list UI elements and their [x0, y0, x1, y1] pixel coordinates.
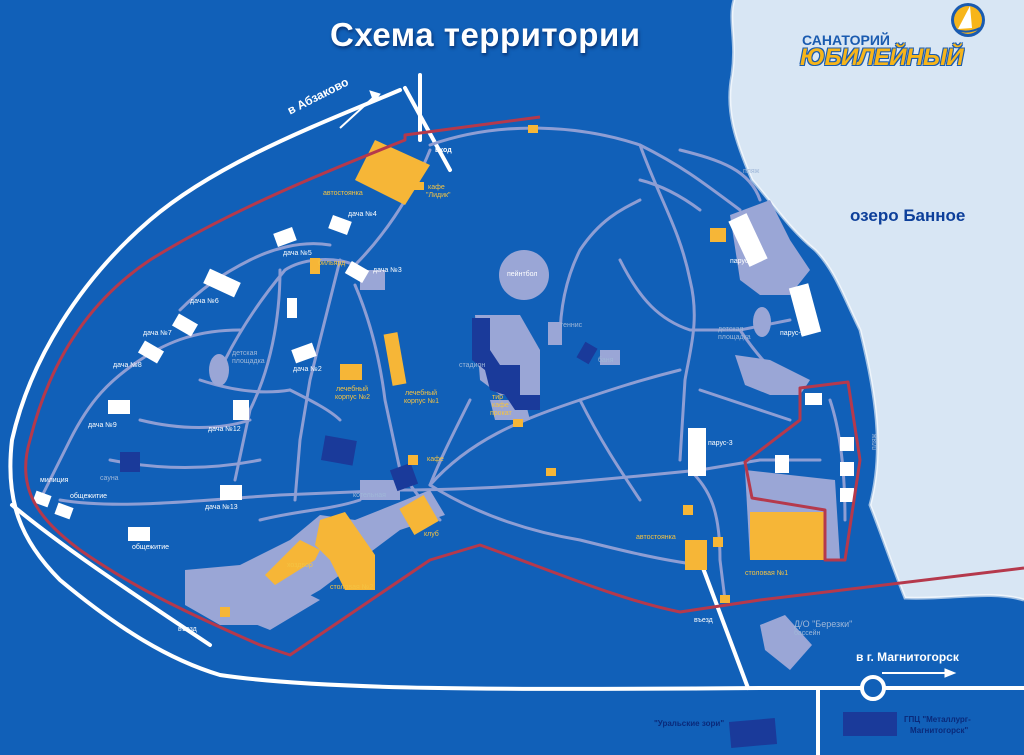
white-buildings [32, 213, 854, 541]
label-cafe-2: кафе [492, 402, 509, 409]
label-parking-bottom: автостоянка [636, 534, 676, 541]
page-title: Схема территории [330, 16, 641, 53]
label-dacha-12: дача №12 [208, 426, 241, 433]
label-kids-left-1: детская [232, 350, 258, 357]
label-beach-top: пляж [743, 168, 760, 175]
label-stadium: стадион [459, 362, 486, 369]
internal-roads [38, 126, 847, 602]
label-tir: тир [492, 394, 504, 401]
navy-buildings [120, 318, 897, 748]
kids-playground-left [209, 354, 229, 386]
kids-playground-right [753, 307, 771, 337]
label-med1-line1: лечебный [405, 390, 438, 397]
label-parus-2: парус-2 [780, 330, 805, 337]
label-dacha-2: дача №2 [293, 366, 322, 373]
label-entrance-top: вход [435, 147, 452, 154]
label-parus-1: парус-1 [730, 258, 755, 265]
label-dacha-7: дача №7 [143, 330, 172, 337]
label-berezki-1: Д/О "Березки" [794, 619, 853, 629]
label-dacha-8: дача №8 [113, 362, 142, 369]
roundabout-icon [860, 675, 886, 701]
lake-name: озеро Банное [850, 206, 966, 225]
label-gpts-line2: Магнитогорск" [910, 726, 969, 735]
label-gpts-line1: ГПЦ "Металлург- [904, 715, 971, 724]
highway [8, 73, 1024, 755]
label-med2-line1: лечебный [336, 386, 369, 393]
label-cafe-lidik-1: кафе [428, 184, 445, 191]
label-rental: прокат [490, 410, 512, 417]
label-berezki-2: бассейн [794, 630, 821, 637]
label-hozdvor: хоздвор [287, 562, 313, 569]
label-parus-3: парус-3 [708, 440, 733, 447]
label-parking-top: автостоянка [323, 190, 363, 197]
label-cafe: кафе [427, 456, 444, 463]
label-kids-left-2: площадка [232, 358, 265, 365]
paintball-field [499, 250, 549, 300]
label-med2-line2: корпус №2 [335, 394, 370, 401]
label-club: клуб [424, 531, 439, 538]
label-dacha-3: дача №3 [373, 267, 402, 274]
arrow-right-icon [882, 668, 957, 678]
label-entrance-right: въезд [694, 617, 713, 624]
territory-boundary [24, 115, 1024, 657]
label-cafe-lidik-2: "Лидик" [426, 192, 451, 199]
label-police: милиция [40, 477, 69, 484]
label-entrance-left: въезд [178, 626, 197, 633]
brand-line-2: ЮБИЛЕЙНЫЙ [800, 44, 964, 71]
label-dacha-5: дача №5 [283, 250, 312, 257]
label-dining-1: столовая №1 [745, 570, 789, 577]
label-kids-right-1: детская [718, 326, 744, 333]
label-uralskie-zori: "Уральские зори" [654, 719, 725, 728]
label-dacha-4: дача №4 [348, 211, 377, 218]
label-dorm-1: общежитие [70, 493, 107, 500]
label-banya: баня [598, 357, 614, 364]
main-buildings [220, 125, 825, 617]
label-sauna: сауна [100, 475, 119, 482]
label-dining-2: столовая №2 [330, 584, 374, 591]
label-billiards: бильярд [318, 260, 346, 267]
label-paintball: пейнтбол [507, 271, 538, 278]
label-dacha-9: дача №9 [88, 422, 117, 429]
sail-ball-logo-icon [951, 3, 985, 37]
label-kids-right-2: площадка [718, 334, 751, 341]
label-dacha-6: дача №6 [190, 298, 219, 305]
label-boiler: котельная [353, 492, 386, 499]
lake-bannoe [729, 0, 1024, 600]
label-beach-side: пляж [871, 433, 878, 450]
brand-line-1: САНАТОРИЙ [802, 32, 890, 48]
label-tennis: теннис [560, 322, 583, 329]
label-med1-line2: корпус №1 [404, 398, 439, 405]
arrow-right-icon [339, 90, 381, 129]
road-to-magnitogorsk: в г. Магнитогорск [856, 650, 959, 664]
label-dacha-13: дача №13 [205, 504, 238, 511]
label-dorm-2: общежитие [132, 544, 169, 551]
